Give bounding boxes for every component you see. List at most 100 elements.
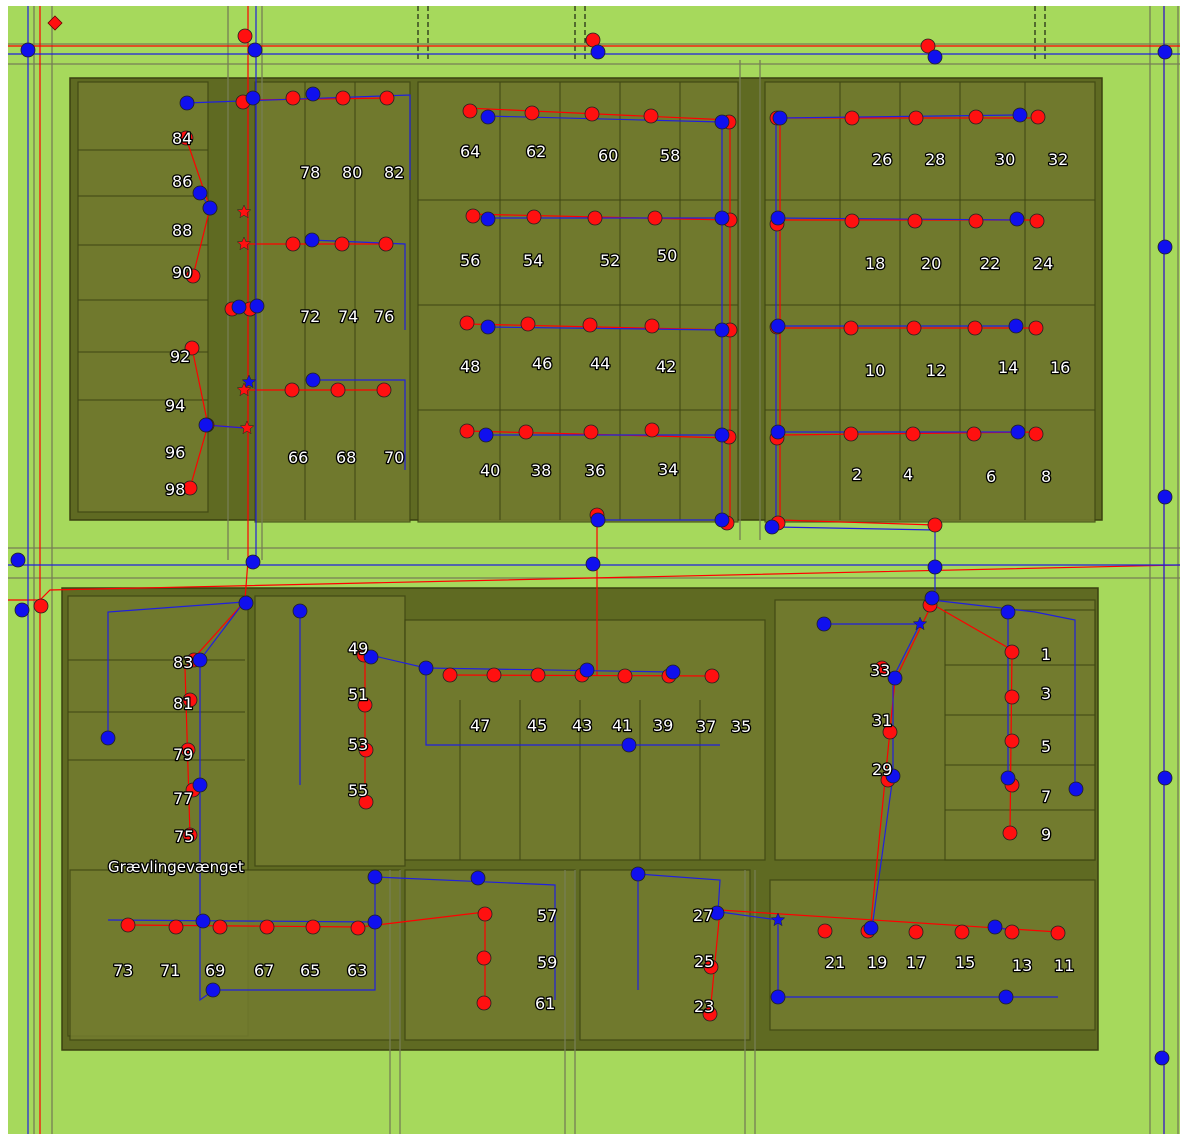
house-number-label: 86 xyxy=(172,172,192,191)
star-marker xyxy=(236,236,252,251)
house-number-label: 56 xyxy=(460,251,480,270)
red-node xyxy=(844,110,860,126)
house-number-label: 96 xyxy=(165,443,185,462)
blue-node xyxy=(245,90,261,106)
red-node xyxy=(643,108,659,124)
blue-node xyxy=(480,109,496,125)
house-number-label: 20 xyxy=(921,254,941,273)
red-node xyxy=(486,667,502,683)
star-marker xyxy=(770,912,786,927)
lot xyxy=(69,869,401,1041)
star-marker xyxy=(912,616,928,631)
house-number-label: 92 xyxy=(170,347,190,366)
house-number-label: 31 xyxy=(872,711,892,730)
blue-node xyxy=(14,602,30,618)
red-node xyxy=(882,724,898,740)
house-number-label: 25 xyxy=(694,952,714,971)
red-node xyxy=(966,426,982,442)
blue-node xyxy=(192,652,208,668)
house-number-label: 68 xyxy=(336,448,356,467)
house-number-label: 28 xyxy=(925,150,945,169)
blue-pipe xyxy=(931,599,1076,790)
house-number-label: 18 xyxy=(865,254,885,273)
red-node xyxy=(817,923,833,939)
red-node xyxy=(967,320,983,336)
house-number-label: 2 xyxy=(852,465,862,484)
house-number-label: 48 xyxy=(460,357,480,376)
house-number-label: 63 xyxy=(347,961,367,980)
lot xyxy=(944,609,1096,861)
red-node xyxy=(702,1006,718,1022)
red-node xyxy=(584,106,600,122)
blue-node xyxy=(179,95,195,111)
blue-node xyxy=(100,730,116,746)
red-node xyxy=(330,382,346,398)
house-number-label: 37 xyxy=(696,717,716,736)
red-node xyxy=(284,382,300,398)
blue-node xyxy=(10,552,26,568)
red-node xyxy=(237,28,253,44)
lot xyxy=(254,81,411,523)
red-node xyxy=(874,660,890,676)
house-number-label: 36 xyxy=(585,461,605,480)
blue-node xyxy=(1157,44,1173,60)
red-node xyxy=(530,667,546,683)
blue-node xyxy=(198,417,214,433)
red-node xyxy=(33,598,49,614)
red-node xyxy=(476,995,492,1011)
red-node xyxy=(358,794,374,810)
house-number-label: 75 xyxy=(174,827,194,846)
red-node xyxy=(1030,109,1046,125)
blue-node xyxy=(245,554,261,570)
house-number-label: 42 xyxy=(656,357,676,376)
blue-pipe xyxy=(107,919,379,923)
blue-pipe xyxy=(185,94,411,180)
house-number-label: 33 xyxy=(870,661,890,680)
blue-pipe xyxy=(425,667,673,673)
red-node xyxy=(583,424,599,440)
blue-node xyxy=(363,649,379,665)
house-number-label: 43 xyxy=(572,716,592,735)
house-number-label: 77 xyxy=(173,789,193,808)
blue-node xyxy=(480,319,496,335)
blue-node xyxy=(770,210,786,226)
blue-node xyxy=(585,556,601,572)
red-node xyxy=(703,959,719,975)
blue-node xyxy=(924,590,940,606)
red-node xyxy=(526,209,542,225)
house-number-label: 67 xyxy=(254,961,274,980)
blue-node xyxy=(304,232,320,248)
house-number-label: 98 xyxy=(165,480,185,499)
house-number-label: 53 xyxy=(348,735,368,754)
house-number-label: 66 xyxy=(288,448,308,467)
house-number-label: 90 xyxy=(172,263,192,282)
house-number-label: 30 xyxy=(995,150,1015,169)
red-node xyxy=(178,130,194,146)
blue-pipe xyxy=(374,876,556,1000)
blue-node xyxy=(579,662,595,678)
house-number-label: 26 xyxy=(872,150,892,169)
blue-node xyxy=(231,299,247,315)
blue-node xyxy=(367,914,383,930)
house-number-label: 50 xyxy=(657,246,677,265)
house-number-label: 70 xyxy=(384,448,404,467)
red-node xyxy=(524,105,540,121)
blue-node xyxy=(1010,424,1026,440)
house-number-label: 55 xyxy=(348,781,368,800)
star-marker xyxy=(241,374,257,389)
blue-node xyxy=(714,322,730,338)
red-node xyxy=(120,917,136,933)
house-number-label: 78 xyxy=(300,163,320,182)
red-node xyxy=(185,268,201,284)
red-node xyxy=(968,109,984,125)
house-number-label: 76 xyxy=(374,307,394,326)
blue-pipe xyxy=(310,379,406,470)
house-number-label: 60 xyxy=(598,146,618,165)
lot xyxy=(254,595,406,867)
blue-pipe xyxy=(719,911,1058,998)
red-node xyxy=(908,924,924,940)
blue-node xyxy=(470,870,486,886)
red-node xyxy=(927,517,943,533)
